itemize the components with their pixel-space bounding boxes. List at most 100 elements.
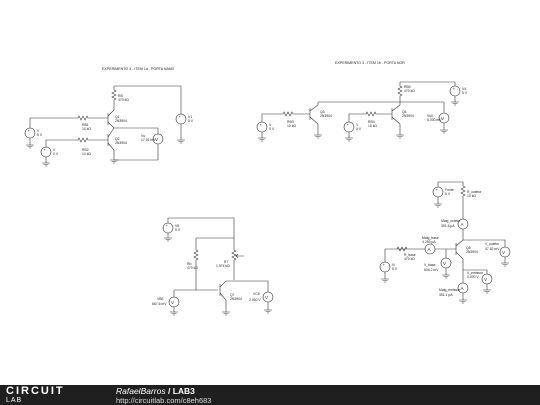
amp-input-source: [379, 261, 391, 273]
bias-q7-name: Q7: [230, 293, 235, 297]
bias-q7-transistor: [219, 280, 234, 312]
nand-meter-value: 17.91 mV: [141, 138, 156, 142]
nor-vsrc-value: 5 V: [462, 91, 468, 95]
nand-q2-name: Q2: [115, 137, 120, 141]
nor-vsrc-name: V4: [462, 87, 466, 91]
amp-q8-transistor: [455, 239, 464, 270]
amp-vin-value: 5 V: [392, 267, 398, 271]
bias-vce-value: 2.000 V: [249, 298, 261, 302]
bias-q7-model: 2N3904: [230, 297, 242, 301]
amp-circuit: + Fonte 5 V R_coletor 10 kΩ A Malg_colet…: [379, 181, 511, 304]
nor-source-a: [256, 121, 268, 133]
nand-v1-name: V1: [188, 115, 192, 119]
svg-text:+: +: [436, 187, 439, 192]
nor-vb-value: 0 V: [356, 127, 362, 131]
nor-q4-model: 2N3904: [402, 114, 414, 118]
footer-bar: CIRCUIT LAB RafaelBarros / LAB3 http://c…: [0, 385, 540, 405]
amp-rbase-name: R_base: [404, 253, 416, 257]
svg-text:+: +: [44, 147, 47, 152]
amp-vbase-value: 604.2 mV: [424, 268, 439, 272]
svg-text:+: +: [383, 262, 386, 267]
nand-rb-value: 470 kΩ: [118, 98, 129, 102]
nor-rb4-value: 10 kΩ: [368, 124, 377, 128]
nand-vs2-value: 0 V: [53, 152, 59, 156]
amp-memi-value: 391.1 µA: [439, 293, 453, 297]
amp-fonte-value: 5 V: [445, 192, 451, 196]
svg-text:V: V: [171, 300, 174, 305]
bias-pot-value: 1.974 kΩ: [216, 264, 230, 268]
logo-text-bottom: LAB: [6, 397, 23, 404]
nand-rb-name: RB: [118, 94, 123, 98]
amp-supply-fonte: [432, 186, 444, 198]
nand-vs2-name: V: [53, 148, 56, 152]
svg-text:+: +: [166, 223, 169, 228]
nor-meter-value: 5.000 mV: [427, 118, 442, 122]
svg-text:V: V: [484, 277, 487, 282]
svg-text:+: +: [179, 114, 182, 119]
nor-circuit: EXPERIMENTO 3 - ITEM 1b - PORTA NOR RB0 …: [256, 61, 468, 142]
svg-text:V: V: [155, 137, 158, 142]
nand-rb2-name: RB2: [82, 148, 89, 152]
svg-text:V: V: [441, 116, 444, 121]
nand-q1-model: 2N3904: [115, 119, 127, 123]
svg-text:+: +: [347, 122, 350, 127]
svg-text:A: A: [461, 222, 464, 227]
nor-q3-model: 2N3904: [320, 114, 332, 118]
nand-rb1-value: 10 kΩ: [82, 127, 91, 131]
bias-vce-name: VCE: [253, 292, 261, 296]
bias-pot-name: R7: [224, 260, 228, 264]
nand-source-b: [40, 146, 52, 158]
nand-v1-value: 5 V: [188, 119, 194, 123]
svg-text:V: V: [502, 250, 505, 255]
bias-rb-name: Rb: [187, 262, 191, 266]
nor-rb3-value: 10 kΩ: [287, 124, 296, 128]
amp-rcoletor-value: 10 kΩ: [467, 194, 476, 198]
svg-text:V: V: [265, 295, 268, 300]
bias-vbe-value: 667.6 mV: [152, 302, 167, 306]
svg-text:A: A: [428, 247, 431, 252]
amp-memi-name: Malg_emissor: [439, 288, 461, 292]
nor-meter-name: Vs0: [427, 114, 433, 118]
nor-rb3-name: RB3: [287, 120, 294, 124]
nand-source-a: [24, 127, 36, 139]
bias-vbe-name: VBE: [157, 297, 165, 301]
amp-mcol-name: Malg_coletor: [441, 219, 461, 223]
nor-q4-name: Q4: [402, 110, 407, 114]
svg-text:A: A: [461, 286, 464, 291]
nor-title: EXPERIMENTO 3 - ITEM 1b - PORTA NOR: [335, 61, 405, 65]
svg-text:+: +: [453, 86, 456, 91]
nor-va-value: 0 V: [269, 127, 275, 131]
author-link[interactable]: RafaelBarros: [116, 386, 166, 396]
project-url[interactable]: http://circuitlab.com/c8eh683: [116, 396, 212, 405]
amp-vemi-name: V_emissor: [467, 271, 484, 275]
bias-circuit: + V6 5 V Rb 470 kΩ R7 1.974 kΩ Q7 2N3904…: [152, 217, 274, 316]
nand-supply-v1: [175, 113, 187, 125]
bias-rb-value: 470 kΩ: [187, 266, 198, 270]
amp-mcol-value: 391.8 µA: [441, 224, 455, 228]
footer-title: RafaelBarros / LAB3: [116, 386, 195, 396]
nor-rb0-name: RB0: [404, 85, 411, 89]
amp-vcol-name: V_coletor: [485, 242, 500, 246]
bias-supply-v6: [162, 222, 174, 234]
nand-vs1-name: V: [37, 129, 40, 133]
bias-v6-value: 5 V: [175, 228, 181, 232]
nand-q2-transistor: [107, 127, 115, 160]
nor-rb4-name: RB4: [368, 120, 375, 124]
amp-rbase-value: 470 kΩ: [404, 257, 415, 261]
nor-source-b: [343, 121, 355, 133]
amp-vin-name: Vi: [392, 263, 395, 267]
circuitlab-logo[interactable]: CIRCUIT LAB: [6, 386, 65, 405]
nor-q3-transistor: [309, 102, 319, 135]
nor-q4-transistor: [391, 102, 401, 135]
project-name: LAB3: [172, 386, 195, 396]
amp-mbase-value: 4.259 µA: [422, 240, 436, 244]
nor-rb0-value: 470 kΩ: [404, 89, 415, 93]
amp-vbase-name: V_base: [424, 263, 436, 267]
nand-circuit: EXPERIMENTO 3 - ITEM 1a - PORTA NAND RB …: [24, 67, 194, 167]
amp-q8-name: Q8: [466, 246, 471, 250]
svg-text:+: +: [260, 122, 263, 127]
amp-vemi-value: 0.000 V: [467, 275, 479, 279]
nor-q3-name: Q3: [320, 110, 325, 114]
svg-text:V: V: [443, 261, 446, 266]
amp-vcol-value: 47.82 mV: [485, 247, 500, 251]
